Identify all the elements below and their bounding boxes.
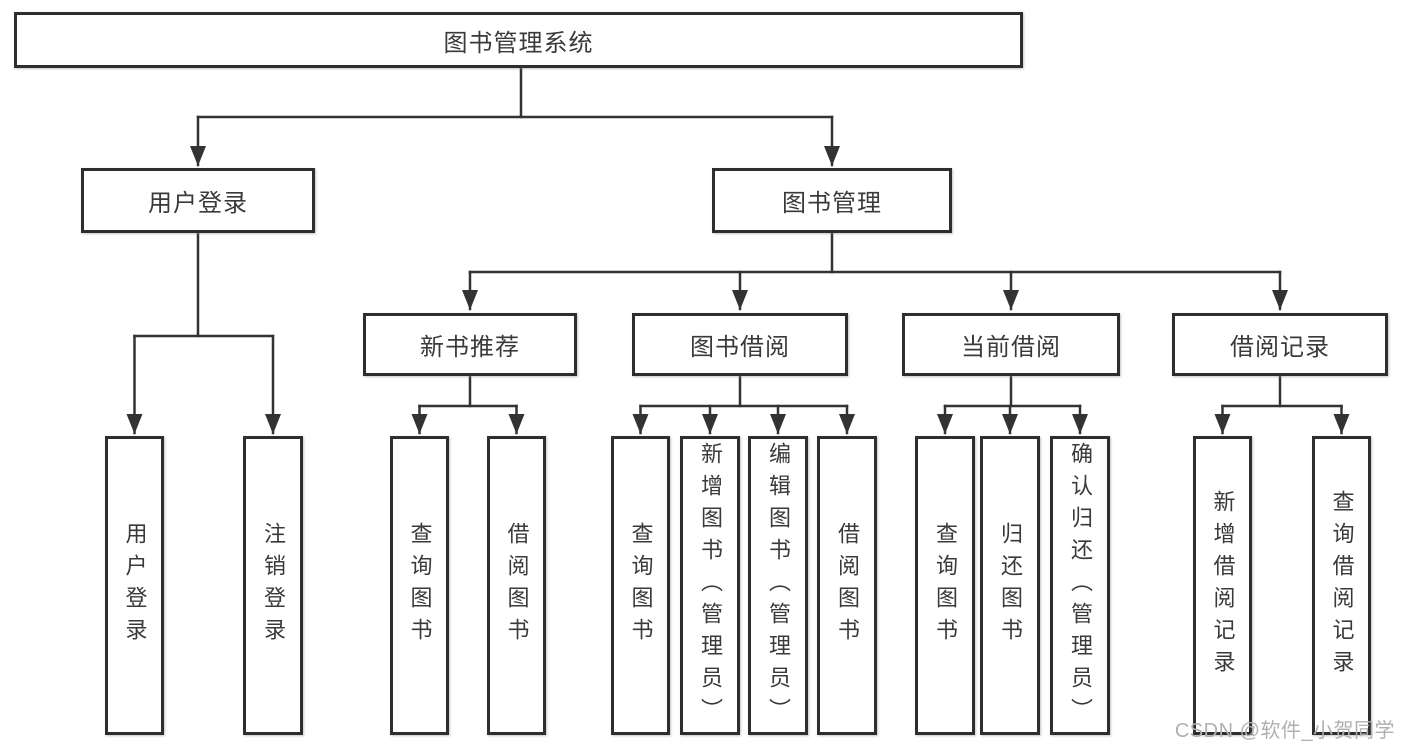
leaf-query-books-3: 查询图书	[915, 436, 975, 735]
leaf-logout: 注销登录	[243, 436, 303, 735]
node-new-book-recommend: 新书推荐	[363, 313, 577, 376]
leaf-return-books: 归还图书	[980, 436, 1040, 735]
leaf-borrow-books-2: 借阅图书	[817, 436, 877, 735]
node-book-borrow: 图书借阅	[632, 313, 848, 376]
leaf-add-books-admin: 新增图书（管理员）	[680, 436, 740, 735]
node-borrow-records: 借阅记录	[1172, 313, 1388, 376]
leaf-query-books-2: 查询图书	[611, 436, 670, 735]
leaf-add-borrow-record: 新增借阅记录	[1193, 436, 1252, 735]
leaf-query-borrow-record: 查询借阅记录	[1312, 436, 1371, 735]
csdn-watermark: CSDN @软件_小贺同学	[1174, 720, 1395, 742]
node-current-borrow: 当前借阅	[902, 313, 1120, 376]
leaf-user-login: 用户登录	[105, 436, 164, 735]
node-user-login: 用户登录	[81, 168, 315, 233]
leaf-confirm-return-admin: 确认归还（管理员）	[1050, 436, 1110, 735]
leaf-query-books-1: 查询图书	[390, 436, 449, 735]
node-book-management: 图书管理	[712, 168, 952, 233]
leaf-edit-books-admin: 编辑图书（管理员）	[748, 436, 808, 735]
leaf-borrow-books-1: 借阅图书	[487, 436, 546, 735]
node-library-system: 图书管理系统	[14, 12, 1023, 68]
